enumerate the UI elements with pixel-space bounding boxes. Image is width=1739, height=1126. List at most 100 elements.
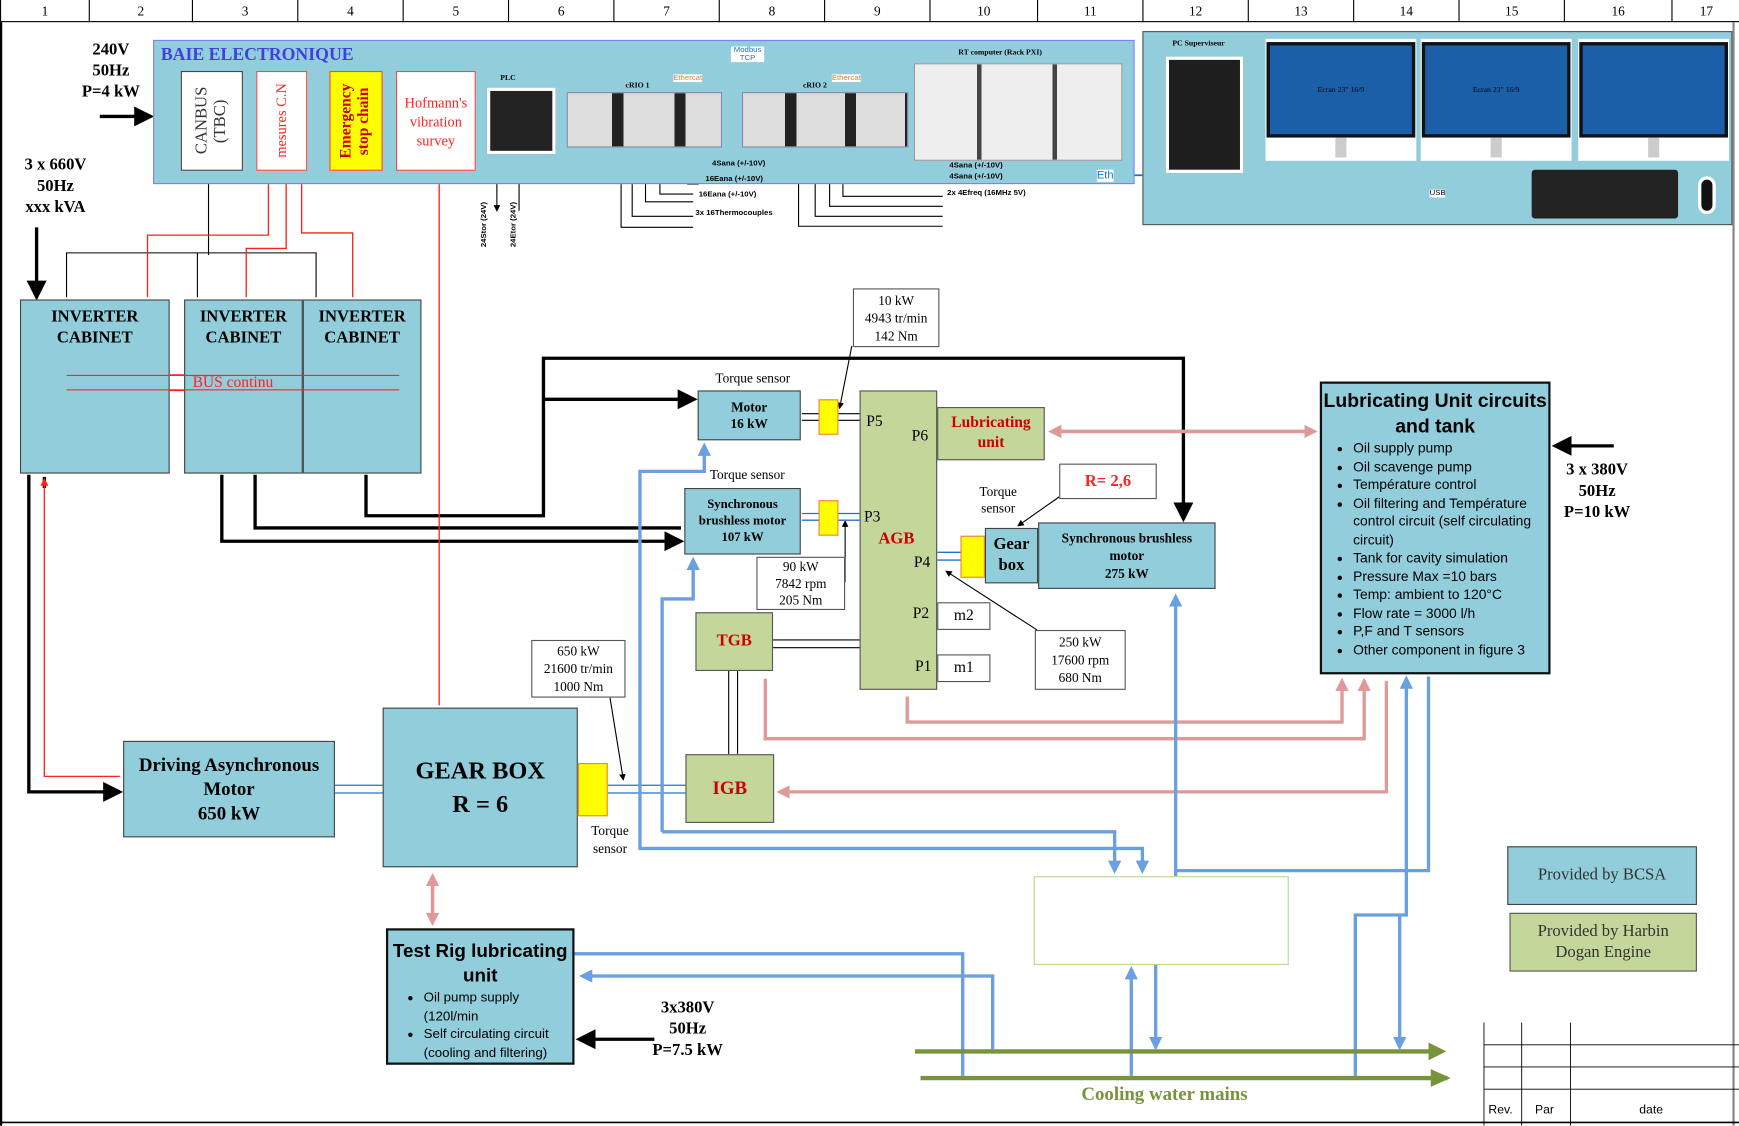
torque-sensor: [960, 535, 985, 578]
lub-feature: Oil supply pump: [1353, 439, 1548, 457]
lub-feature: Oil scavenge pump: [1353, 458, 1548, 476]
motor-name: Driving Asynchronous Motor: [138, 753, 320, 800]
lub-feature: Temp: ambient to 120°C: [1353, 586, 1548, 604]
port-p4: P4: [913, 554, 931, 572]
io-label: 2x 4Efreq (16MHz 5V): [947, 189, 1026, 198]
legend-bcsa: Provided by BCSA: [1507, 846, 1697, 906]
plc-image: [486, 87, 556, 155]
frequency: 50Hz: [1578, 482, 1616, 501]
power: P=7.5 kW: [652, 1041, 723, 1060]
ruler-cell: 17: [1699, 3, 1714, 19]
pc-tower-image: [1165, 56, 1244, 174]
speed: 21600 tr/min: [543, 661, 613, 677]
panel-title: BAIE ELECTRONIQUE: [160, 45, 354, 65]
grid-ruler: 1 2 3 4 5 6 7 8 9 10 11 12 13 14 15 16 1…: [0, 0, 1739, 23]
crio2-image: [741, 92, 909, 148]
usb-label: USB: [1429, 189, 1446, 198]
ruler-cell: 15: [1460, 0, 1565, 23]
voltage: 240V: [92, 41, 130, 59]
ruler-cell: 14: [1354, 0, 1460, 23]
tgb-box: TGB: [695, 612, 774, 672]
crio2-label: cRIO 2: [802, 80, 827, 90]
voltage: 3 x 660V: [24, 156, 87, 175]
lub-feature: Other component in figure 3: [1353, 641, 1548, 659]
ruler-cell: 2: [90, 0, 193, 23]
legend-harbin: Provided by Harbin Dogan Engine: [1509, 912, 1697, 972]
motor-power: 16 kW: [730, 415, 768, 431]
motor-power: 107 kW: [721, 530, 764, 545]
ruler-cell: 1: [1, 0, 90, 23]
lub-feature: Température control: [1353, 476, 1548, 494]
speed: 7842 rpm: [775, 575, 827, 591]
etor-label: 24Etor (24V): [510, 201, 518, 248]
ruler-cell: 11: [1038, 0, 1144, 23]
power: 250 kW: [1058, 634, 1102, 650]
m1-box: m1: [937, 654, 991, 683]
ratio-box: R= 2,6: [1059, 463, 1157, 500]
ruler-cell: 5: [404, 0, 510, 23]
io-label: 4Sana (+/-10V): [949, 173, 1003, 181]
power: 650 kW: [557, 643, 600, 659]
emergency-stop-box: Emergency stop chain: [338, 83, 373, 159]
mesures-cn-box: mesures C.N: [272, 83, 290, 159]
frequency: 50Hz: [36, 177, 74, 196]
canbus-box: CANBUS (TBC): [192, 87, 230, 155]
rig-feature: Oil pump supply (120l/min: [424, 988, 573, 1025]
label-line: sensor: [592, 840, 628, 857]
label-line: Torque: [591, 822, 629, 839]
port-p6: P6: [911, 428, 929, 445]
cabinet-label: INVERTER CABINET: [199, 308, 288, 348]
mouse-image: [1698, 176, 1716, 215]
gearbox-ratio: R = 6: [452, 789, 509, 818]
lub-feature: Tank for cavity simulation: [1353, 549, 1548, 567]
rt-computer-label: RT computer (Rack PXI): [958, 47, 1043, 57]
rig-feature-list: Oil pump supply (120l/min Self circulati…: [388, 988, 572, 1061]
date-label: date: [1639, 1103, 1664, 1117]
torque: 205 Nm: [779, 591, 823, 608]
crio1-label: cRIO 1: [625, 80, 650, 90]
torque-sensor: [818, 399, 839, 435]
frequency: 50Hz: [669, 1020, 707, 1039]
power: 10 kW: [878, 292, 915, 308]
motor-name: Synchronous brushless motor: [1061, 530, 1193, 564]
lub-feature-list: Oil supply pump Oil scavenge pump Tempér…: [1322, 439, 1548, 659]
gearbox-name: GEAR BOX: [415, 756, 545, 785]
cooling-water-label: Cooling water mains: [1081, 1083, 1248, 1105]
lubricating-unit-tank: Lubricating Unit circuits and tank Oil s…: [1319, 381, 1551, 675]
port-p3: P3: [863, 509, 881, 526]
ruler-cell: 6: [509, 0, 615, 23]
monitor-2: Ecran 23" 16/9: [1420, 38, 1572, 161]
power: P=10 kW: [1563, 503, 1631, 522]
modbus-label: Modbus TCP: [730, 46, 765, 63]
io-label: 4Sana (+/-10V): [949, 161, 1003, 170]
ruler-cell: 3: [193, 0, 299, 23]
ethercat-label: Ethercat: [673, 74, 703, 83]
torque-sensor: [818, 500, 839, 536]
lub-feature: Oil filtering and Température control ci…: [1353, 494, 1548, 549]
stor-label: 24Stor (24V): [480, 201, 489, 248]
ethercat-label: Ethercat: [831, 74, 861, 83]
ruler-cell: 9: [825, 0, 931, 23]
io-label: 16Eana (+/-10V): [698, 190, 757, 199]
ruler-cell: 13: [1249, 0, 1355, 23]
bus-continu: BUS continu: [66, 374, 400, 391]
motor-power: 650 kW: [197, 802, 261, 824]
pc-title: PC Superviseur: [1172, 38, 1225, 48]
frame-left: [0, 22, 3, 1126]
motor-name: Synchronous brushless motor: [698, 497, 787, 528]
small-gear-box: Gear box: [984, 527, 1039, 584]
frame-right: [1732, 22, 1735, 1126]
motor-name: Motor: [731, 398, 768, 415]
monitor-label: Ecran 23" 16/9: [1317, 85, 1365, 95]
io-label: 3x 16Thermocouples: [695, 209, 773, 218]
pc-supervisor-panel: PC Superviseur Ecran 23" 16/9 Ecran 23" …: [1142, 31, 1733, 226]
